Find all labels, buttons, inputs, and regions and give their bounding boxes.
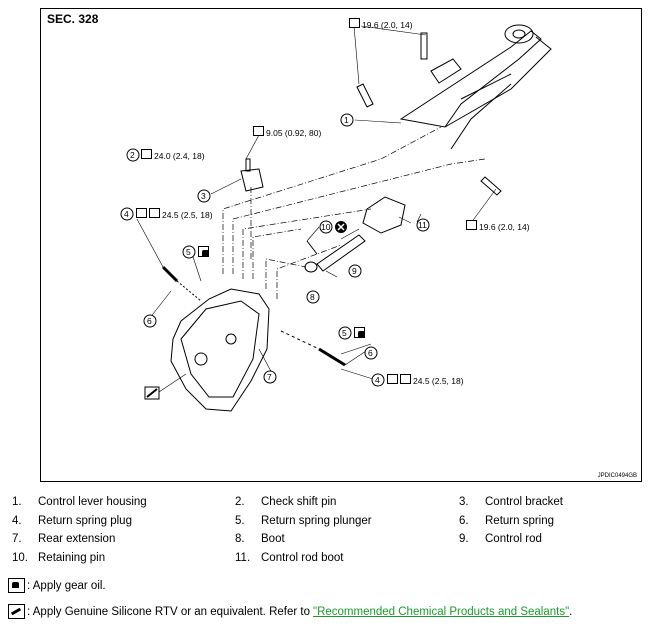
legend-item: 8.Boot (235, 533, 285, 545)
callout-num-9: 9 (352, 266, 357, 276)
callout-num-11: 11 (418, 220, 427, 230)
legend-item: 7.Rear extension (12, 533, 116, 545)
callout-circle-2 (126, 148, 140, 162)
legend-item: 5.Return spring plunger (235, 515, 372, 527)
sealant-tube-icon (387, 374, 398, 384)
callout-circle-6b (364, 346, 378, 360)
callout-circle-9 (348, 264, 362, 278)
callout-num-8: 8 (310, 292, 315, 302)
sealant-tube-icon (8, 604, 25, 619)
section-label: SEC. 328 (47, 12, 99, 26)
callout-num-10: 10 (321, 222, 331, 232)
callout-num-3: 3 (201, 191, 206, 201)
callout-num-6b: 6 (368, 348, 373, 358)
legend-item: 6.Return spring (459, 515, 555, 527)
legend-item: 1.Control lever housing (12, 496, 147, 508)
sealant-tube-icon (136, 208, 147, 218)
callout-circle-7 (263, 370, 277, 384)
diagram-artwork (120, 24, 552, 412)
torque-label-rear-upper: 24.5 (2.5, 18) (136, 208, 213, 220)
callout-circle-4a (120, 207, 134, 221)
control-rod-shape (316, 234, 366, 272)
legend-item: 11.Control rod boot (235, 552, 344, 564)
callout-circle-1 (340, 113, 354, 127)
torque-wrench-icon (400, 374, 411, 384)
sealant-tube-icon (144, 386, 160, 400)
torque-wrench-icon (253, 126, 264, 136)
callout-circle-8 (306, 290, 320, 304)
control-rod-boot-shape (362, 196, 406, 234)
rear-extension-shape (170, 288, 270, 412)
callout-circle-5a (182, 245, 196, 259)
legend-item: 3.Control bracket (459, 496, 563, 508)
torque-wrench-icon (466, 220, 477, 230)
torque-wrench-icon (349, 18, 360, 28)
callout-circle-3 (197, 189, 211, 203)
callout-circle-5b (338, 326, 352, 340)
callout-num-1: 1 (344, 115, 349, 125)
control-lever-housing-shape (399, 30, 542, 128)
figure-id: JPDIC0494GB (597, 473, 637, 479)
torque-label-top: 19.6 (2.0, 14) (349, 18, 413, 30)
torque-wrench-icon (141, 149, 152, 159)
callout-circle-11 (416, 218, 430, 232)
legend-item: 2.Check shift pin (235, 496, 337, 508)
callout-circle-6a (143, 314, 157, 328)
callout-num-5a: 5 (186, 247, 191, 257)
callout-num-5b: 5 (342, 328, 347, 338)
oil-can-icon (354, 327, 365, 338)
recommended-chemicals-link[interactable]: "Recommended Chemical Products and Seala… (312, 605, 570, 618)
legend-item: 9.Control rod (459, 533, 542, 545)
torque-wrench-icon (149, 208, 160, 218)
callout-circle-10 (319, 220, 333, 234)
torque-label-bracket: 9.05 (0.92, 80) (253, 126, 321, 138)
torque-label-rear-lower: 24.5 (2.5, 18) (387, 374, 464, 386)
oil-can-icon (8, 578, 25, 593)
bolt-right-shape (480, 176, 502, 196)
callout-num-7: 7 (267, 372, 272, 382)
note-gear-oil: : Apply gear oil. (8, 578, 106, 593)
torque-label-right: 19.6 (2.0, 14) (466, 220, 530, 232)
bolt-top-left-shape (356, 83, 374, 108)
exploded-diagram: SEC. 328 (40, 8, 642, 482)
control-bracket-shape (240, 168, 264, 192)
callout-num-6a: 6 (147, 316, 152, 326)
callout-num-4a: 4 (124, 209, 129, 219)
torque-label-plug-upper: 24.0 (2.4, 18) (141, 149, 205, 161)
note-rtv: : Apply Genuine Silicone RTV or an equiv… (8, 604, 572, 619)
legend-item: 4.Return spring plug (12, 515, 132, 527)
callout-num-2: 2 (130, 150, 135, 160)
boot-shape (304, 261, 318, 273)
oil-can-icon (198, 246, 209, 257)
do-not-reuse-icon (335, 221, 347, 233)
callout-circle-4b (371, 373, 385, 387)
legend-item: 10.Retaining pin (12, 552, 106, 564)
callout-num-4b: 4 (375, 375, 380, 385)
